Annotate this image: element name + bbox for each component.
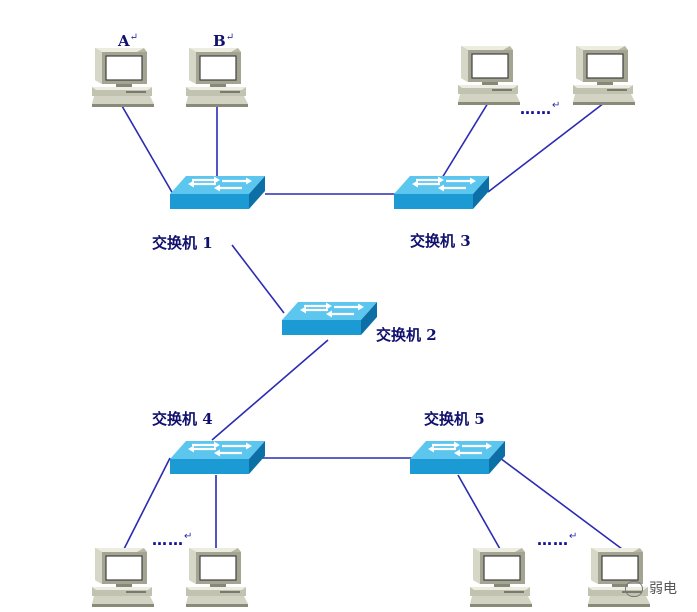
more-computers-ellipsis: ……↵ xyxy=(520,100,562,118)
link-pc8-switch5 xyxy=(499,457,623,550)
switch-2-icon xyxy=(280,300,379,337)
computer-icon xyxy=(91,547,155,608)
computer-icon xyxy=(185,547,249,608)
link-pc4-switch3 xyxy=(487,102,605,193)
computer-icon xyxy=(469,547,533,608)
link-pc5-switch4 xyxy=(123,457,171,550)
link-switch1-switch2 xyxy=(231,244,285,314)
more-computers-ellipsis: ……↵ xyxy=(537,531,579,549)
watermark-text: 弱电 xyxy=(649,581,677,597)
computer-icon xyxy=(572,45,636,106)
switch-5-label: 交换机 5 xyxy=(424,410,485,428)
computer-a-icon xyxy=(91,47,155,108)
switch-3-label: 交换机 3 xyxy=(410,232,471,250)
computer-icon xyxy=(457,45,521,106)
computer-a-label: A↵ xyxy=(118,32,139,50)
switch-4-icon xyxy=(168,439,267,476)
link-pc7-switch5 xyxy=(457,474,501,550)
switch-2-label: 交换机 2 xyxy=(376,326,437,344)
switch-1-label: 交换机 1 xyxy=(152,234,213,252)
link-a-switch1 xyxy=(121,105,174,195)
switch-3-icon xyxy=(392,174,491,211)
more-computers-ellipsis: ……↵ xyxy=(152,531,194,549)
link-pc3-switch3 xyxy=(441,102,489,179)
switch-1-icon xyxy=(168,174,267,211)
computer-b-label: B↵ xyxy=(213,32,235,50)
wechat-icon xyxy=(625,581,643,597)
switch-4-label: 交换机 4 xyxy=(152,410,213,428)
switch-5-icon xyxy=(408,439,507,476)
link-switch2-switch4 xyxy=(211,339,329,441)
computer-b-icon xyxy=(185,47,249,108)
watermark: 弱电 xyxy=(625,578,677,598)
